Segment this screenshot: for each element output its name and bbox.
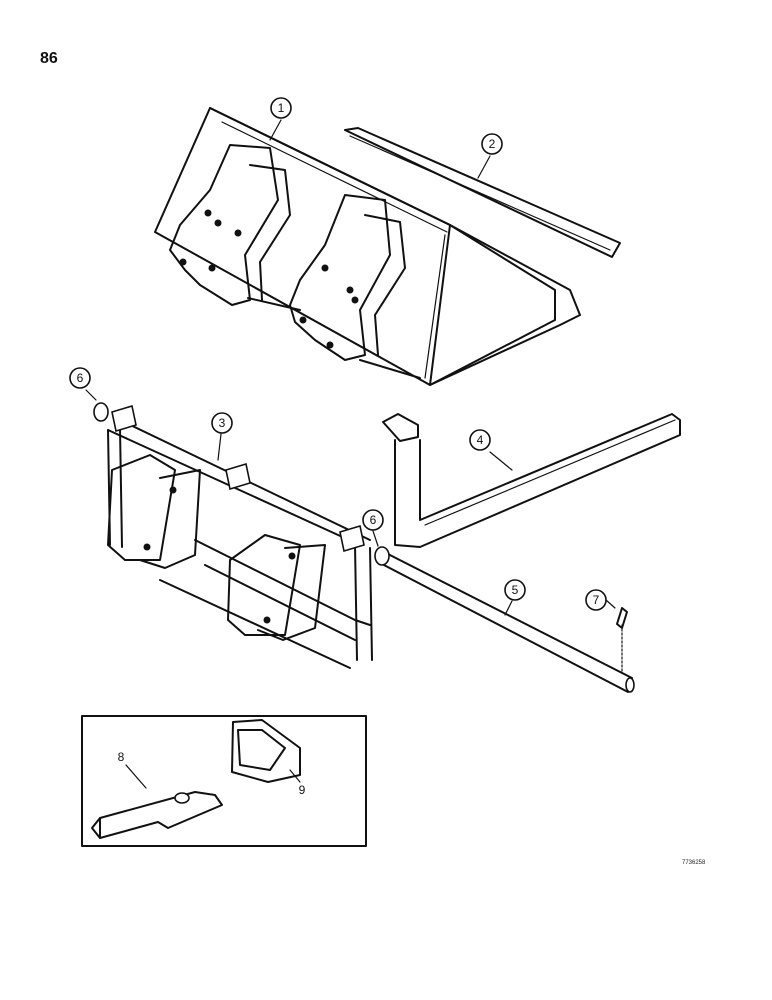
callout-2: 2 xyxy=(481,133,503,155)
callout-3: 3 xyxy=(211,412,233,434)
callout-1: 1 xyxy=(270,97,292,119)
shaft-part xyxy=(377,549,635,693)
inset-label-9: 9 xyxy=(299,783,306,797)
inset-box xyxy=(81,715,367,847)
callout-4: 4 xyxy=(469,429,491,451)
page-number: 86 xyxy=(40,50,58,67)
callout-6b-label: 6 xyxy=(370,513,377,527)
callout-6a-label: 6 xyxy=(77,371,84,385)
cutting-edge-part xyxy=(344,127,621,258)
bucket-part xyxy=(154,107,581,386)
callout-7-label: 7 xyxy=(593,593,600,607)
callout-6b: 6 xyxy=(362,509,384,531)
fork-tine-part xyxy=(382,413,681,548)
pin-part xyxy=(616,607,628,673)
washer-part xyxy=(93,402,390,566)
inset-label-8: 8 xyxy=(118,750,125,764)
callout-5: 5 xyxy=(504,579,526,601)
fork-frame-part xyxy=(107,404,373,669)
callout-3-label: 3 xyxy=(219,416,226,430)
callout-4-label: 4 xyxy=(477,433,484,447)
callout-5-label: 5 xyxy=(512,583,519,597)
callout-1-label: 1 xyxy=(278,101,285,115)
callout-6a: 6 xyxy=(69,367,91,389)
callout-2-label: 2 xyxy=(489,137,496,151)
callout-leaders xyxy=(85,119,616,789)
reference-number: 7736258 xyxy=(682,860,706,866)
callout-7: 7 xyxy=(585,589,607,611)
